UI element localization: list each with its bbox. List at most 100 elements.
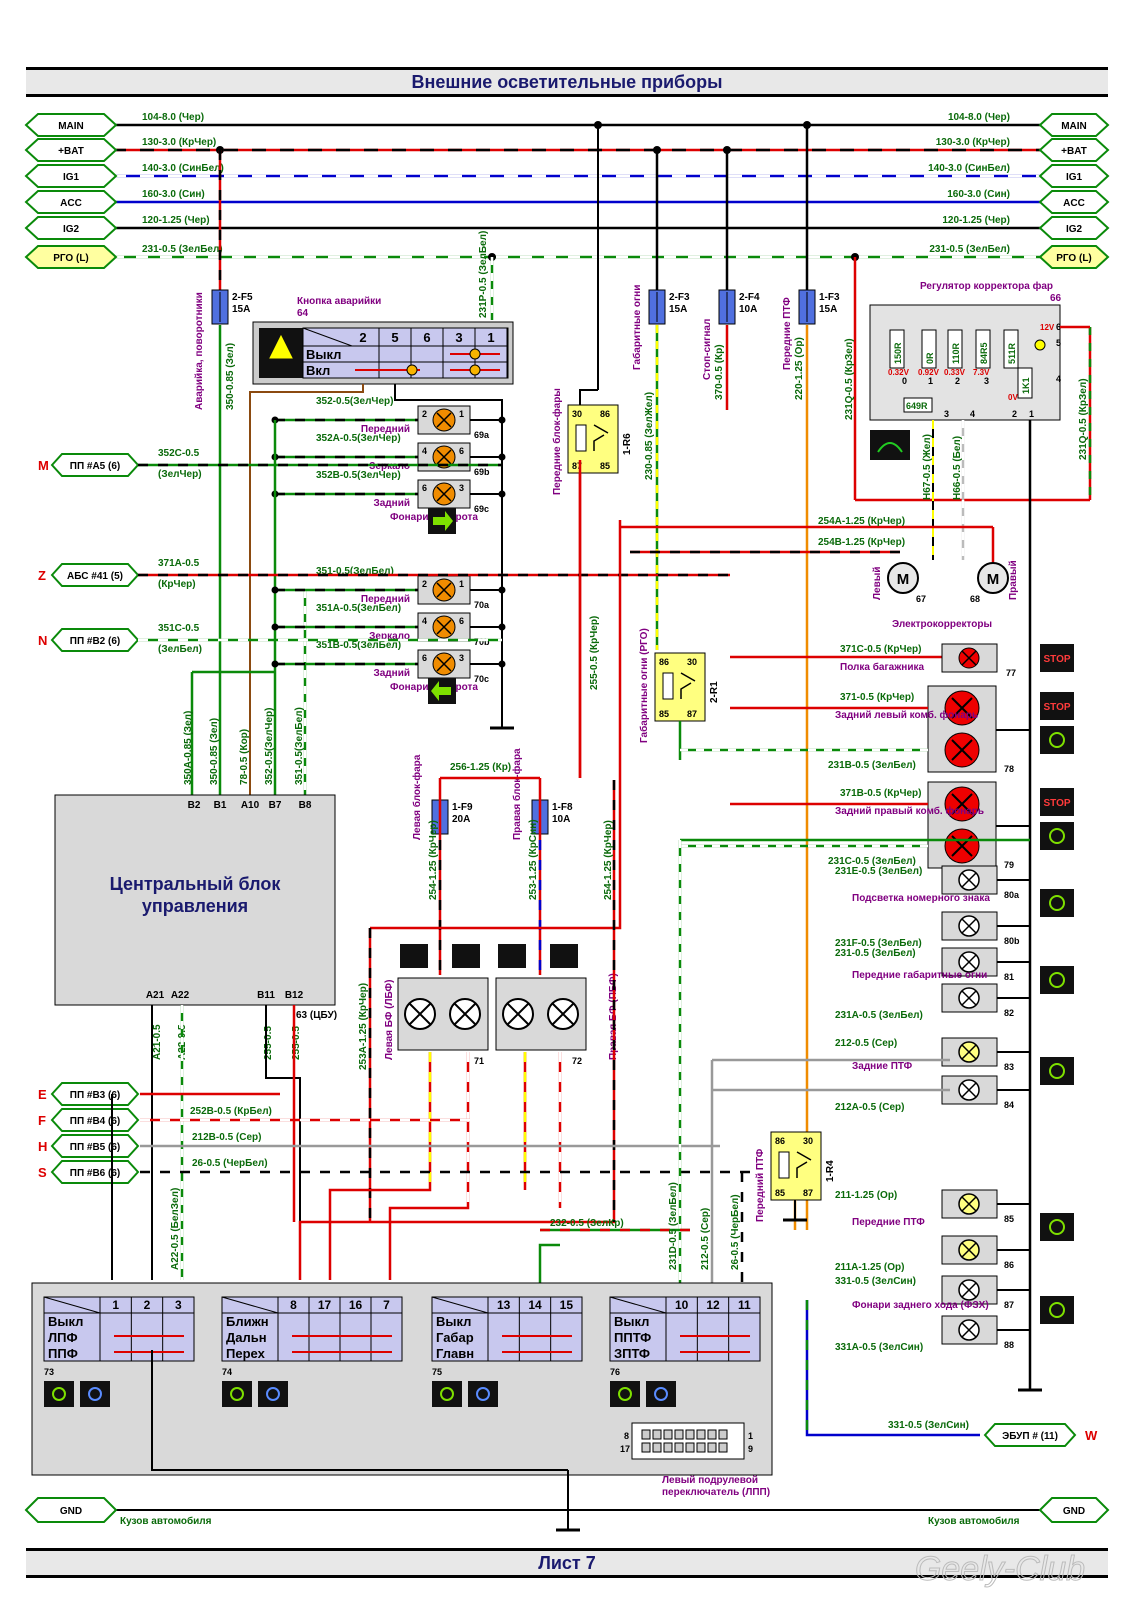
svg-text:78-0.5 (Кор): 78-0.5 (Кор) xyxy=(239,729,250,785)
svg-text:A21-0.5: A21-0.5 xyxy=(152,1024,163,1060)
bus-wire-right-2: 140-3.0 (СинБел) xyxy=(928,163,1010,174)
svg-text:Передний: Передний xyxy=(361,424,410,435)
fuse-2f4-wire: 370-0.5 (Кр) xyxy=(714,344,725,400)
svg-text:8: 8 xyxy=(290,1298,297,1312)
svg-text:254A-1.25 (КрЧер): 254A-1.25 (КрЧер) xyxy=(818,516,905,527)
svg-text:371A-0.5: 371A-0.5 xyxy=(158,558,200,569)
svg-text:2: 2 xyxy=(422,409,427,419)
bus-wire-left-2: 140-3.0 (СинБел) xyxy=(142,163,224,174)
svg-text:5: 5 xyxy=(391,330,398,345)
svg-text:Дальн: Дальн xyxy=(226,1330,267,1345)
svg-text:64: 64 xyxy=(297,308,309,319)
svg-text:20A: 20A xyxy=(452,814,470,825)
svg-text:212-0.5 (Сер): 212-0.5 (Сер) xyxy=(835,1038,897,1049)
svg-text:STOP: STOP xyxy=(1043,702,1070,713)
svg-text:Передние ПТФ: Передние ПТФ xyxy=(852,1217,925,1228)
svg-text:84R5: 84R5 xyxy=(979,342,989,364)
svg-text:331-0.5 (ЗелСин): 331-0.5 (ЗелСин) xyxy=(835,1276,916,1287)
svg-text:231F-0.5 (ЗелБел): 231F-0.5 (ЗелБел) xyxy=(835,938,922,949)
svg-text:352-0.5(ЗелЧер): 352-0.5(ЗелЧер) xyxy=(264,708,275,785)
svg-text:255-0.5: 255-0.5 xyxy=(263,1026,274,1060)
bus-tag-right-3: ACC xyxy=(1038,190,1110,214)
svg-text:231E-0.5 (ЗелБел): 231E-0.5 (ЗелБел) xyxy=(835,866,922,877)
headlamps: 71 Левая БФ (ЛБФ) 72 Правая БФ (ПБФ) xyxy=(384,944,619,1066)
bus-tag-right-4: IG2 xyxy=(1038,216,1110,240)
svg-text:3: 3 xyxy=(459,483,464,493)
svg-text:30: 30 xyxy=(572,409,582,419)
svg-text:ПП #В6 (6): ПП #В6 (6) xyxy=(70,1168,121,1179)
svg-text:Передние габаритные огни: Передние габаритные огни xyxy=(852,969,987,981)
svg-text:371C-0.5 (КрЧер): 371C-0.5 (КрЧер) xyxy=(840,644,921,655)
svg-text:231B-0.5 (ЗелБел): 231B-0.5 (ЗелБел) xyxy=(828,760,916,771)
svg-text:0R: 0R xyxy=(925,352,935,364)
bus-wire-right-0: 104-8.0 (Чер) xyxy=(948,112,1010,123)
cbu-name-1: Центральный блок xyxy=(110,874,282,894)
svg-text:3: 3 xyxy=(944,409,949,419)
svg-text:2: 2 xyxy=(955,376,960,386)
fuse-1f3-purpose: Передние ПТФ xyxy=(782,297,793,370)
svg-text:231C-0.5 (ЗелБел): 231C-0.5 (ЗелБел) xyxy=(828,856,916,867)
svg-text:4: 4 xyxy=(422,446,427,456)
svg-text:(КрЧер): (КрЧер) xyxy=(158,579,196,590)
svg-text:ЗПТФ: ЗПТФ xyxy=(614,1346,650,1361)
svg-text:253A-1.25 (КрЧер): 253A-1.25 (КрЧер) xyxy=(358,983,369,1070)
svg-text:M: M xyxy=(987,571,1000,588)
svg-text:Левый подрулевой: Левый подрулевой xyxy=(662,1475,758,1486)
svg-text:85: 85 xyxy=(600,461,610,471)
svg-text:3: 3 xyxy=(459,653,464,663)
svg-text:68: 68 xyxy=(970,594,980,604)
svg-text:Задний левый комб. фонарь: Задний левый комб. фонарь xyxy=(835,709,978,721)
svg-text:252B-0.5 (КрБел): 252B-0.5 (КрБел) xyxy=(190,1106,272,1117)
svg-text:A22-0.5 (БелЗел): A22-0.5 (БелЗел) xyxy=(170,1188,181,1270)
svg-text:Передний: Передний xyxy=(361,594,410,605)
svg-text:69b: 69b xyxy=(474,467,490,477)
svg-text:15A: 15A xyxy=(669,304,687,315)
svg-text:Z: Z xyxy=(38,568,46,583)
svg-text:1-R6: 1-R6 xyxy=(622,433,633,455)
svg-text:231D-0.5 (ЗелБел): 231D-0.5 (ЗелБел) xyxy=(668,1182,679,1270)
fuse-2f4-purpose: Стоп-сигнал xyxy=(702,319,713,380)
svg-text:4: 4 xyxy=(422,616,427,626)
svg-text:83: 83 xyxy=(1004,1062,1014,1072)
svg-text:253-1.25 (КрСин): 253-1.25 (КрСин) xyxy=(528,819,539,900)
svg-text:A22: A22 xyxy=(171,990,190,1001)
svg-text:ПП #В5 (6): ПП #В5 (6) xyxy=(70,1142,121,1153)
svg-text:86: 86 xyxy=(659,657,669,667)
svg-text:331-0.5 (ЗелСин): 331-0.5 (ЗелСин) xyxy=(888,1420,969,1431)
svg-text:Задний: Задний xyxy=(373,668,410,679)
svg-text:3: 3 xyxy=(455,330,462,345)
svg-text:B2: B2 xyxy=(188,800,201,811)
svg-text:Зеркало: Зеркало xyxy=(369,631,410,642)
bus-wire-left-3: 160-3.0 (Син) xyxy=(142,189,205,200)
svg-text:10A: 10A xyxy=(552,814,570,825)
svg-text:Передний ПТФ: Передний ПТФ xyxy=(755,1148,766,1222)
svg-text:85: 85 xyxy=(775,1188,785,1198)
svg-text:76: 76 xyxy=(610,1367,620,1377)
svg-text:67: 67 xyxy=(916,594,926,604)
svg-text:B11: B11 xyxy=(257,990,275,1001)
svg-text:ЛПФ: ЛПФ xyxy=(48,1330,78,1345)
svg-text:MAIN: MAIN xyxy=(1061,121,1087,132)
svg-text:Левая БФ (ЛБФ): Левая БФ (ЛБФ) xyxy=(384,980,395,1060)
svg-text:63 (ЦБУ): 63 (ЦБУ) xyxy=(296,1010,337,1021)
watermark: Geely-Club xyxy=(915,1550,1085,1588)
svg-text:Зеркало: Зеркало xyxy=(369,461,410,472)
svg-text:B7: B7 xyxy=(269,800,282,811)
svg-text:352A-0.5(ЗелЧер): 352A-0.5(ЗелЧер) xyxy=(316,433,401,444)
fuse-2f3-wire: 230-0.85 (ЗелЖел) xyxy=(644,392,655,480)
svg-text:H67-0.5 (Жел): H67-0.5 (Жел) xyxy=(922,434,933,500)
